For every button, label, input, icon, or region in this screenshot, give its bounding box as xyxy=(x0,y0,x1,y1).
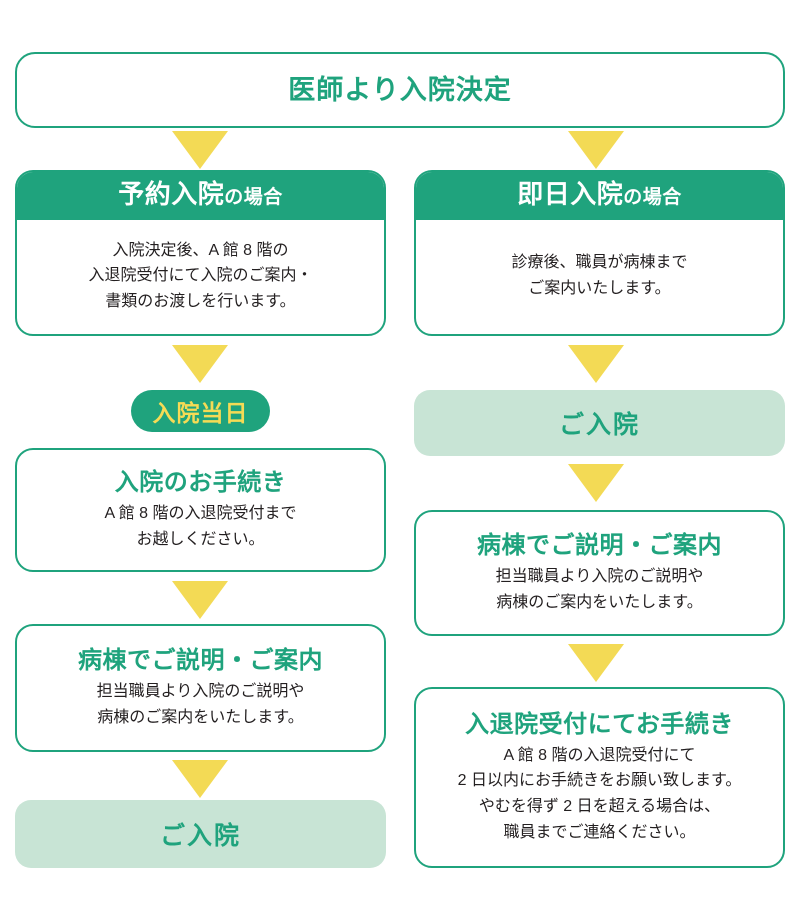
right-card-header: 即日入院の場合 xyxy=(416,172,783,220)
arrow-right-card-to-admission xyxy=(568,345,624,383)
right-step-ward-heading: 病棟でご説明・ご案内 xyxy=(477,531,722,559)
left-card-body-line: 入退院受付にて入院のご案内・ xyxy=(88,267,313,285)
right-card-header-suffix: の場合 xyxy=(623,187,682,208)
left-pill-label: 入院当日 xyxy=(152,400,249,426)
start-box-label: 医師より入院決定 xyxy=(288,74,512,105)
arrow-start-to-left xyxy=(172,131,228,169)
start-box: 医師より入院決定 xyxy=(15,52,785,128)
left-card-body-line: 入院決定後、A 館 8 階の xyxy=(112,241,289,259)
left-step-procedure-line: A 館 8 階の入退院受付まで xyxy=(104,504,297,522)
arrow-left-card-to-pill xyxy=(172,345,228,383)
right-step-ward-body: 担当職員より入院のご説明や 病棟のご案内をいたします。 xyxy=(496,564,704,615)
left-admission-box: ご入院 xyxy=(15,800,386,868)
left-step-procedure-heading: 入院のお手続き xyxy=(114,468,287,496)
left-card-header-suffix: の場合 xyxy=(224,187,283,208)
right-card-header-main: 即日入院 xyxy=(517,179,624,209)
right-card-body: 診療後、職員が病棟まで ご案内いたします。 xyxy=(416,220,783,334)
left-card-header-main: 予約入院 xyxy=(118,179,225,209)
arrow-right-admission-to-ward xyxy=(568,464,624,502)
left-step-ward-body: 担当職員より入院のご説明や 病棟のご案内をいたします。 xyxy=(97,679,305,730)
right-card-body-line: 診療後、職員が病棟まで xyxy=(511,254,688,272)
left-card-body: 入院決定後、A 館 8 階の 入退院受付にて入院のご案内・ 書類のお渡しを行いま… xyxy=(17,220,384,334)
right-step-reception-body: A 館 8 階の入退院受付にて 2 日以内にお手続きをお願い致します。 やむを得… xyxy=(458,743,742,845)
left-step-procedure-body: A 館 8 階の入退院受付まで お越しください。 xyxy=(104,501,296,552)
right-admission-box: ご入院 xyxy=(414,390,785,456)
left-step-procedure-line: お越しください。 xyxy=(136,530,265,548)
right-step-reception-line: 2 日以内にお手続きをお願い致します。 xyxy=(457,772,742,790)
right-step-reception-line: A 館 8 階の入退院受付にて xyxy=(503,746,696,764)
right-step-reception-line: やむを得ず 2 日を超える場合は、 xyxy=(478,798,721,815)
right-step-reception-line: 職員までご連絡ください。 xyxy=(503,823,696,841)
right-step-reception: 入退院受付にてお手続き A 館 8 階の入退院受付にて 2 日以内にお手続きをお… xyxy=(414,687,785,868)
left-step-ward-heading: 病棟でご説明・ご案内 xyxy=(78,646,323,674)
left-step-ward-line: 病棟のご案内をいたします。 xyxy=(97,708,304,726)
left-step-procedure: 入院のお手続き A 館 8 階の入退院受付まで お越しください。 xyxy=(15,448,386,572)
left-pill-admission-day: 入院当日 xyxy=(131,390,270,432)
right-card-body-line: ご案内いたします。 xyxy=(528,279,671,297)
right-step-ward: 病棟でご説明・ご案内 担当職員より入院のご説明や 病棟のご案内をいたします。 xyxy=(414,510,785,636)
arrow-left-procedure-to-ward xyxy=(172,581,228,619)
right-card-sameday-admission: 即日入院の場合 診療後、職員が病棟まで ご案内いたします。 xyxy=(414,170,785,336)
right-admission-label: ご入院 xyxy=(558,411,640,439)
arrow-right-ward-to-reception xyxy=(568,644,624,682)
left-card-header: 予約入院の場合 xyxy=(17,172,384,220)
left-card-reserved-admission: 予約入院の場合 入院決定後、A 館 8 階の 入退院受付にて入院のご案内・ 書類… xyxy=(15,170,386,336)
arrow-left-ward-to-admission xyxy=(172,760,228,798)
right-step-ward-line: 病棟のご案内をいたします。 xyxy=(496,593,703,611)
right-step-ward-line: 担当職員より入院のご説明や xyxy=(495,567,704,585)
left-step-ward: 病棟でご説明・ご案内 担当職員より入院のご説明や 病棟のご案内をいたします。 xyxy=(15,624,386,752)
right-step-reception-heading: 入退院受付にてお手続き xyxy=(465,710,734,738)
left-card-body-line: 書類のお渡しを行います。 xyxy=(105,292,296,310)
left-admission-label: ご入院 xyxy=(159,822,241,850)
left-step-ward-line: 担当職員より入院のご説明や xyxy=(96,682,305,700)
arrow-start-to-right xyxy=(568,131,624,169)
